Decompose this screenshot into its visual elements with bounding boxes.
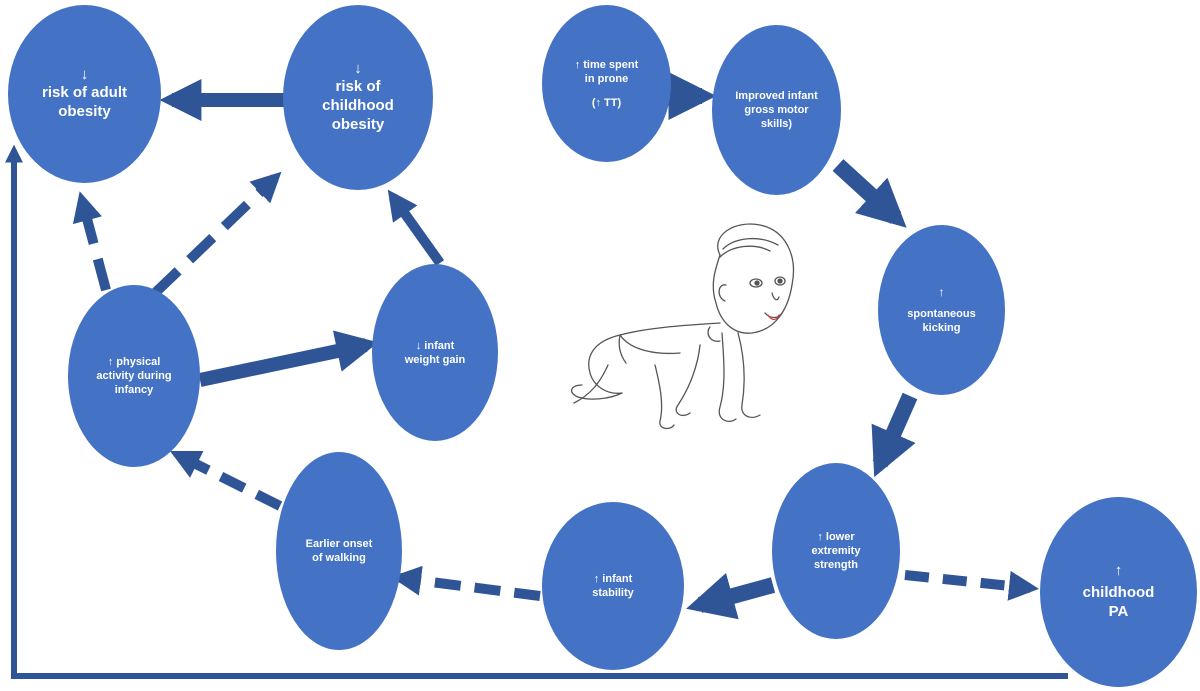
node-infant-weight-gain: ↓ infant weight gain [372, 264, 498, 441]
arrow-gross-motor-to-kicking [832, 159, 907, 228]
node-childhood-pa: ↑ childhood PA [1040, 497, 1197, 687]
node-time-in-prone-label: ↑ time spent in prone [574, 58, 639, 85]
node-childhood-pa-label: childhood PA [1082, 584, 1155, 620]
node-time-in-prone-tt: (↑ TT) [591, 96, 622, 109]
feedback-line-bottom [5, 144, 1068, 679]
node-gross-motor-skills: Improved infant gross motor skills) [712, 25, 841, 195]
arrow-pa-to-weight-gain [198, 330, 379, 387]
node-lower-extremity-strength-label: ↑ lower extremity strength [811, 531, 861, 571]
node-time-in-prone: ↑ time spent in prone (↑ TT) [542, 5, 671, 162]
node-earlier-walking-label: Earlier onset of walking [305, 538, 373, 564]
node-lower-extremity-strength: ↑ lower extremity strength [772, 463, 900, 639]
up-arrow-icon: ↑ [938, 285, 945, 299]
node-physical-activity-infancy: ↑ physical activity during infancy [68, 285, 200, 467]
node-childhood-obesity-label: risk of childhood obesity [322, 78, 394, 133]
node-infant-stability-label: ↑ infant stability [592, 573, 634, 599]
arrow-pa-to-childhood-obesity [151, 171, 282, 297]
crawling-infant-illustration [571, 223, 795, 430]
arrow-walking-to-pa [169, 450, 283, 511]
node-adult-obesity: ↓ risk of adult obesity [8, 5, 161, 183]
node-physical-activity-infancy-label: ↑ physical activity during infancy [96, 356, 172, 396]
arrow-stability-to-walking [391, 565, 541, 601]
down-arrow-icon: ↓ [80, 66, 89, 83]
node-gross-motor-skills-label: Improved infant gross motor skills) [735, 90, 818, 130]
node-spontaneous-kicking: ↑ spontaneous kicking [878, 225, 1005, 395]
node-earlier-walking: Earlier onset of walking [276, 452, 402, 650]
node-childhood-obesity: ↓ risk of childhood obesity [283, 5, 433, 190]
node-infant-stability: ↑ infant stability [542, 502, 684, 670]
arrow-pa-to-adult-obesity [72, 191, 111, 292]
arrow-strength-to-childhood-pa [904, 570, 1039, 601]
arrow-kicking-to-strength [871, 392, 918, 478]
down-arrow-icon: ↓ [354, 60, 362, 77]
node-adult-obesity-label: risk of adult obesity [41, 84, 127, 120]
arrow-strength-to-stability [686, 572, 776, 620]
arrow-weightgain-to-childhood-obesity [387, 189, 445, 266]
node-infant-weight-gain-label: ↓ infant weight gain [404, 339, 466, 366]
up-arrow-icon: ↑ [1114, 562, 1123, 579]
node-spontaneous-kicking-label: spontaneous kicking [907, 308, 976, 334]
